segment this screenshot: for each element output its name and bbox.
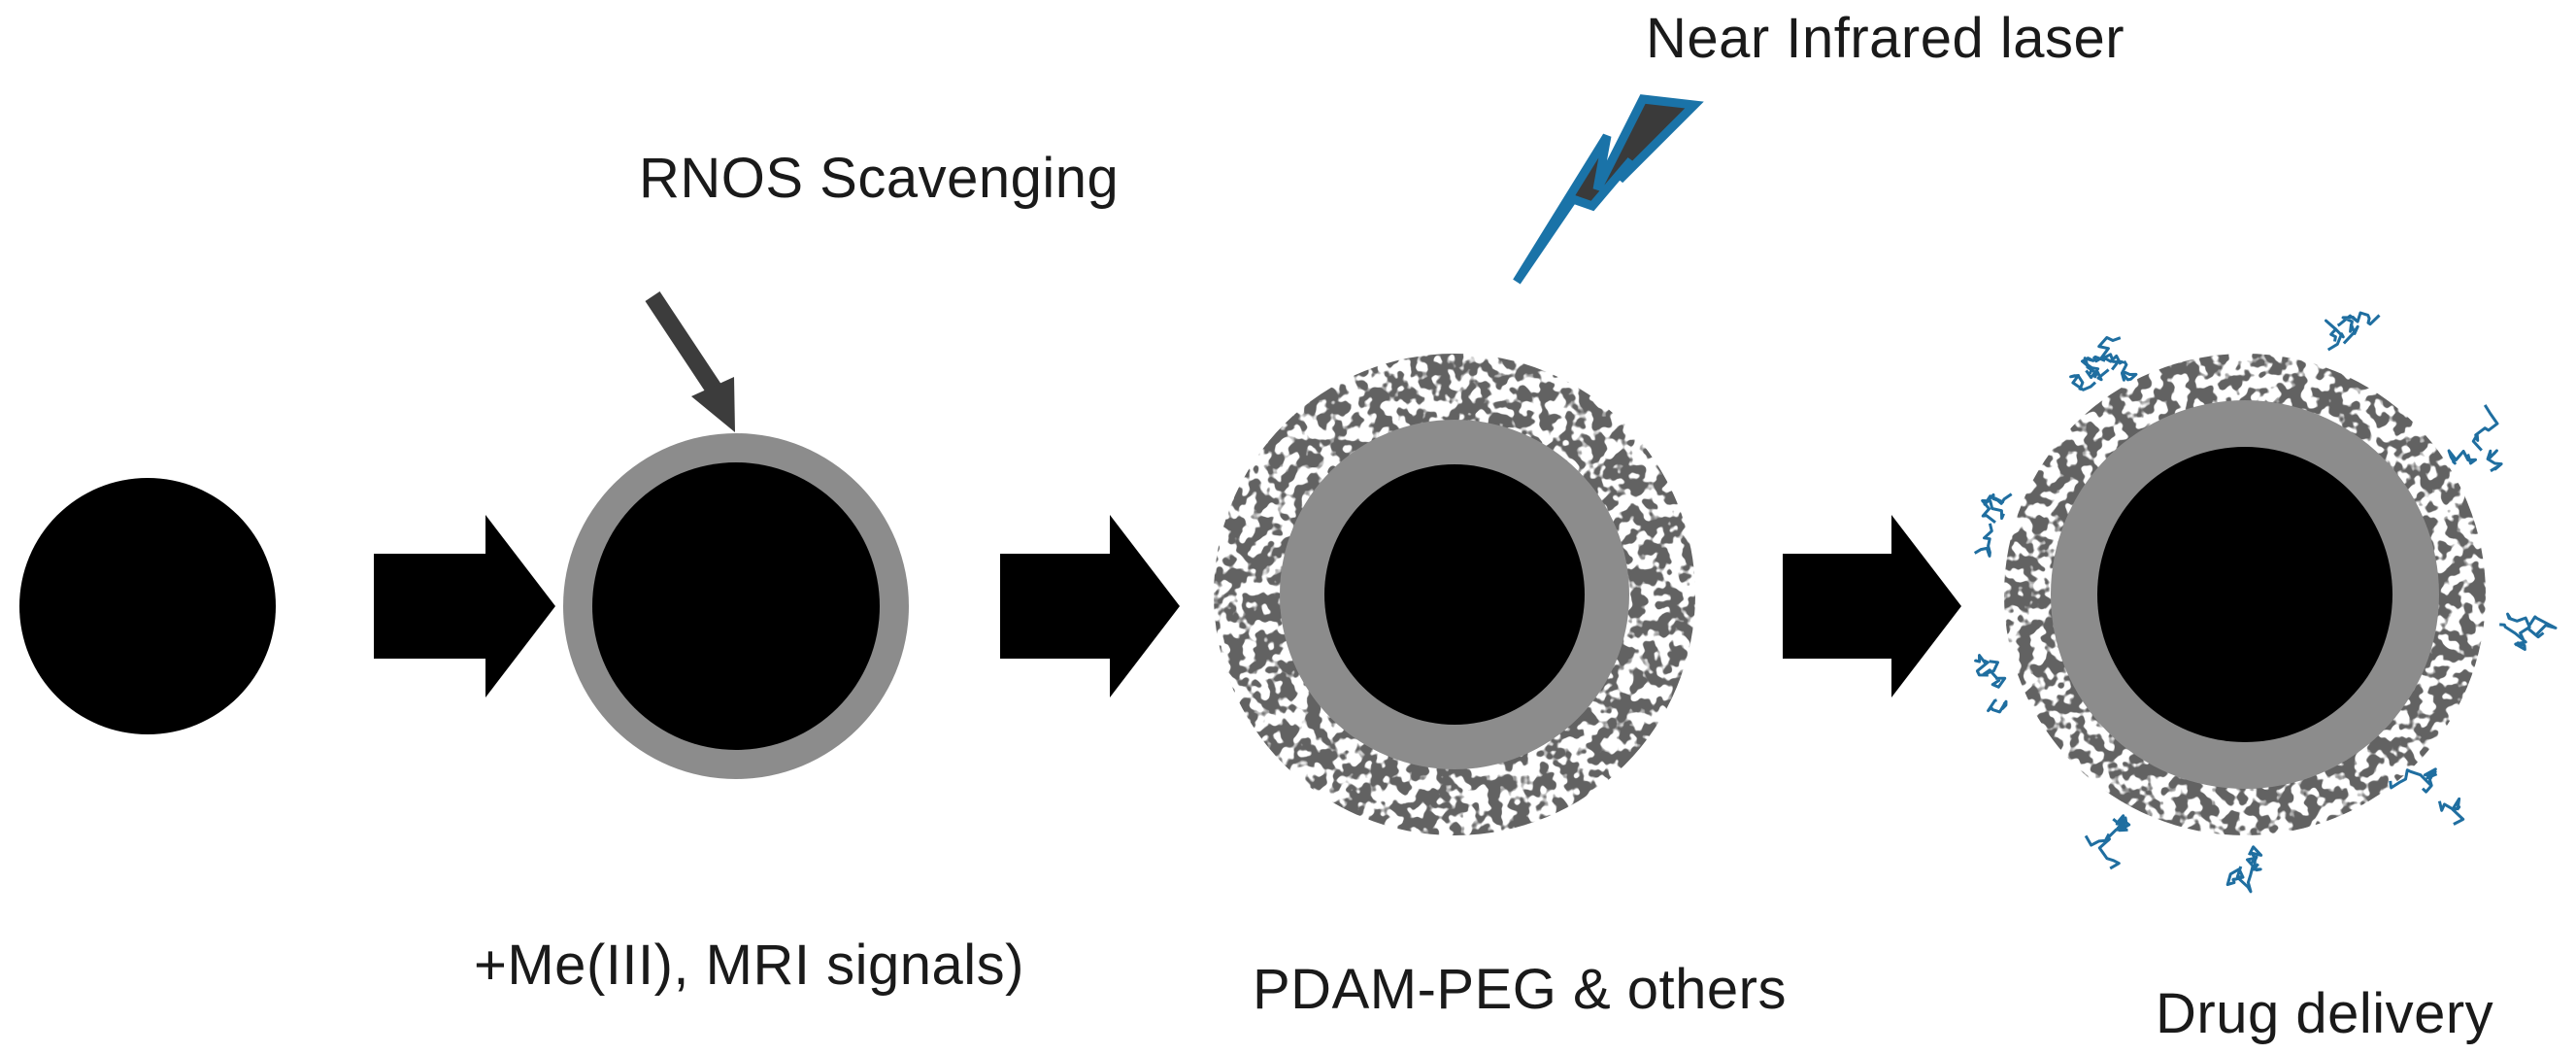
core-stage4 [2097,447,2392,742]
drug-molecule [2225,845,2263,894]
drug-molecules [1973,311,2558,894]
drug-molecule [2325,311,2381,352]
drug-molecule [2389,767,2465,826]
drug-molecule [2447,404,2503,473]
near-infrared-laser-label: Near Infrared laser [1646,7,2125,70]
process-arrow-1 [374,515,555,697]
core-stage2 [592,462,880,750]
pointer-arrow-icon [645,291,721,393]
rnos-scavenging-label: RNOS Scavenging [639,147,1120,210]
pointer-arrow-head [691,377,735,432]
process-arrow-3 [1783,515,1961,697]
pdam-peg-label: PDAM-PEG & others [1253,958,1787,1021]
drug-molecule [2084,814,2131,870]
bare-core [19,478,276,734]
drug-molecule [2499,612,2558,651]
lightning-bolt-icon [1513,94,1704,285]
core-stage3 [1324,464,1585,725]
drug-delivery-label: Drug delivery [2156,982,2494,1045]
drug-molecule [1973,493,2013,558]
drug-molecule [2069,357,2110,391]
process-arrow-2 [1000,515,1180,697]
me-mri-signals-label: +Me(III), MRI signals) [474,934,1024,997]
drug-molecule [1974,654,2008,714]
drug-molecule [2092,336,2138,382]
